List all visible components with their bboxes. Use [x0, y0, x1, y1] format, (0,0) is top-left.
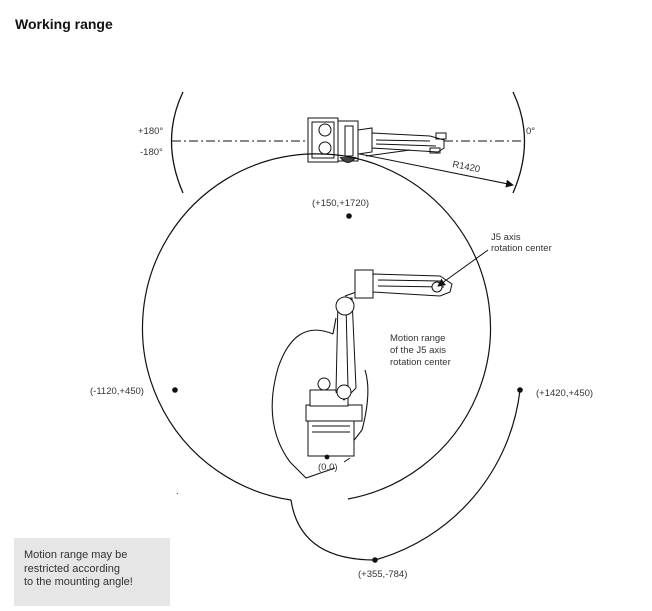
- point-origin: [324, 454, 330, 460]
- point-top: [346, 213, 352, 219]
- point-left: [172, 387, 178, 393]
- tick-mark: .: [176, 486, 179, 497]
- robot-top-view: [307, 117, 447, 163]
- point-right-label: (+1420,+450): [536, 388, 593, 399]
- envelope-edge: [332, 317, 337, 335]
- motion-label-line3: rotation center: [390, 357, 451, 368]
- point-bottom-label: (+355,-784): [358, 569, 407, 580]
- note-line-2: restricted according: [24, 562, 120, 575]
- outer-envelope: [141, 153, 521, 561]
- angle-plus-label: +180°: [138, 126, 163, 137]
- mounting-angle-note: Motion range may be restricted according…: [14, 538, 170, 606]
- radius-line: [339, 149, 514, 188]
- motion-label-line1: Motion range: [390, 333, 445, 344]
- robot-side-view: [305, 269, 453, 463]
- page-title: Working range: [15, 16, 113, 32]
- radius-label: R1420: [451, 159, 481, 175]
- side-view: . (+150,+1720): [90, 153, 593, 580]
- point-right: [517, 387, 523, 393]
- j5-leader-arrow: [437, 249, 489, 287]
- inner-envelope-right: [347, 369, 369, 449]
- right-range-arc: [512, 91, 526, 194]
- point-bottom: [372, 557, 378, 563]
- motion-label-line2: of the J5 axis: [390, 345, 446, 356]
- point-left-label: (-1120,+450): [90, 386, 144, 397]
- angle-zero-label: 0°: [526, 126, 535, 137]
- inner-envelope: [271, 329, 336, 479]
- origin-label: (0,0): [318, 462, 338, 473]
- j5-label-line1: J5 axis: [491, 232, 521, 243]
- j5-label-line2: rotation center: [491, 243, 552, 254]
- point-top-label: (+150,+1720): [312, 198, 369, 209]
- top-view: +180° -180° 0° R1420: [138, 91, 535, 194]
- note-line-3: to the mounting angle!: [24, 576, 133, 588]
- note-line-1: Motion range may be: [24, 549, 128, 561]
- angle-minus-label: -180°: [140, 147, 163, 158]
- left-range-arc: [170, 91, 184, 194]
